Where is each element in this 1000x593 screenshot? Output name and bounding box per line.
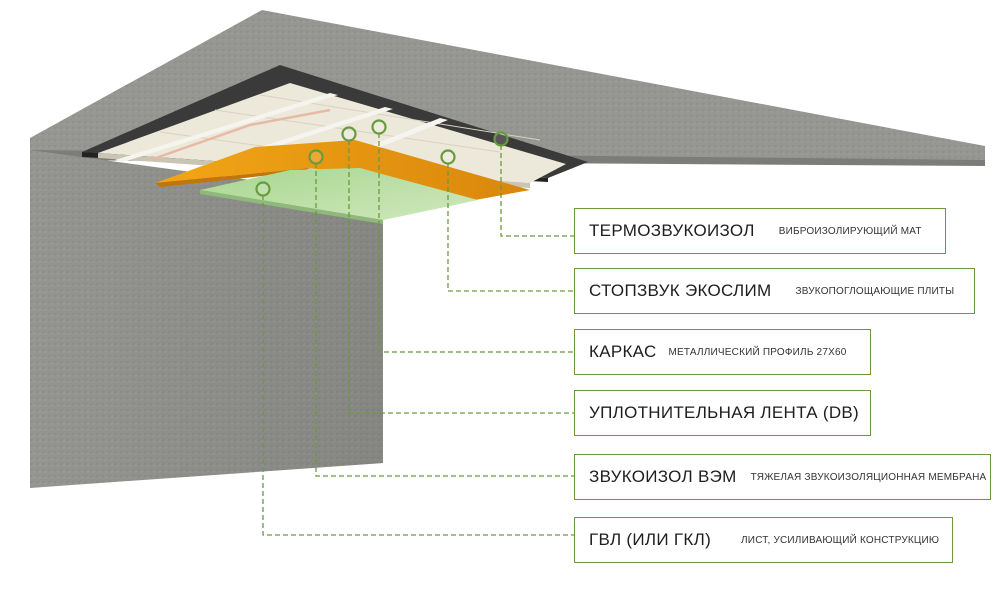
label-zvukoizol-vem: ЗВУКОИЗОЛ ВЭМ ТЯЖЕЛАЯ ЗВУКОИЗОЛЯЦИОННАЯ … xyxy=(574,454,991,500)
concrete-wall xyxy=(30,150,383,488)
layer-description: МЕТАЛЛИЧЕСКИЙ ПРОФИЛЬ 27Х60 xyxy=(668,346,847,358)
layer-description: ЛИСТ, УСИЛИВАЮЩИЙ КОНСТРУКЦИЮ xyxy=(741,534,940,546)
layer-description: ЗВУКОПОГЛОЩАЮЩИЕ ПЛИТЫ xyxy=(795,285,955,297)
marker-circle-1 xyxy=(493,131,509,147)
label-termozvukoizol: ТЕРМОЗВУКОИЗОЛ ВИБРОИЗОЛИРУЮЩИЙ МАТ xyxy=(574,208,946,254)
label-karkas: КАРКАС МЕТАЛЛИЧЕСКИЙ ПРОФИЛЬ 27Х60 xyxy=(574,329,871,375)
label-uplotnitelnaya-lenta: УПЛОТНИТЕЛЬНАЯ ЛЕНТА (DB) xyxy=(574,390,871,436)
marker-circle-2 xyxy=(440,149,456,165)
layer-name: СТОПЗВУК ЭКОСЛИМ xyxy=(589,281,772,300)
leader-line-5 xyxy=(315,163,574,477)
marker-circle-6 xyxy=(255,181,271,197)
leader-line-6 xyxy=(262,195,574,536)
leader-line-1 xyxy=(500,145,574,237)
leader-line-4 xyxy=(348,140,574,414)
marker-circle-4 xyxy=(341,126,357,142)
marker-circles xyxy=(255,119,509,197)
layer-description: ВИБРОИЗОЛИРУЮЩИЙ МАТ xyxy=(778,225,922,237)
sealing-tape xyxy=(149,108,331,162)
label-stopzvuk-ekoslim: СТОПЗВУК ЭКОСЛИМ ЗВУКОПОГЛОЩАЮЩИЕ ПЛИТЫ xyxy=(574,268,975,314)
leader-lines xyxy=(262,133,574,536)
layer-name: ТЕРМОЗВУКОИЗОЛ xyxy=(589,221,755,240)
green-gvl-sheet xyxy=(200,168,478,224)
layer-description: ТЯЖЕЛАЯ ЗВУКОИЗОЛЯЦИОННАЯ МЕМБРАНА xyxy=(750,471,987,483)
label-gvl: ГВЛ (ИЛИ ГКЛ) ЛИСТ, УСИЛИВАЮЩИЙ КОНСТРУК… xyxy=(574,517,953,563)
layer-name: КАРКАС xyxy=(589,342,657,361)
layer-name: УПЛОТНИТЕЛЬНАЯ ЛЕНТА (DB) xyxy=(589,403,860,422)
marker-circle-3 xyxy=(371,119,387,135)
leader-line-2 xyxy=(447,163,574,292)
layer-name: ГВЛ (ИЛИ ГКЛ) xyxy=(589,530,712,549)
marker-circle-5 xyxy=(308,149,324,165)
leader-line-3 xyxy=(378,133,574,353)
layer-name: ЗВУКОИЗОЛ ВЭМ xyxy=(589,467,737,486)
